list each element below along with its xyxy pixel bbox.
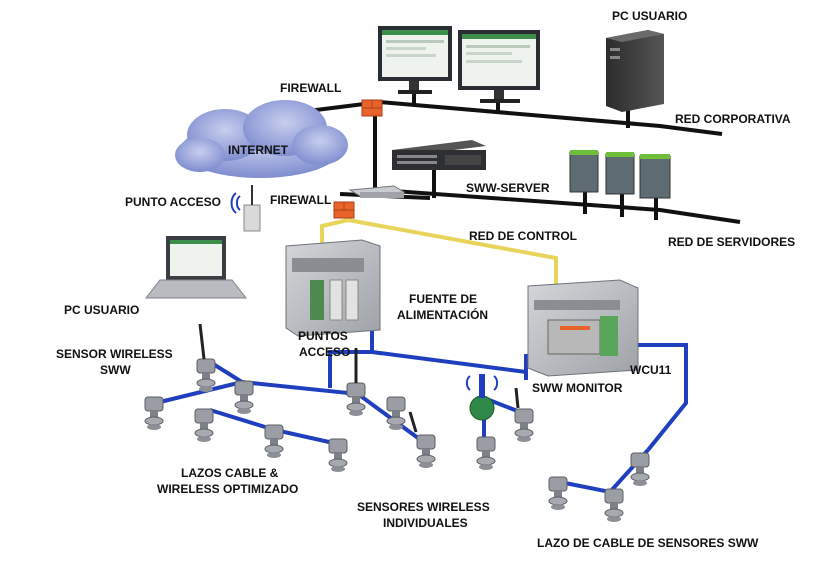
label-pc-usuario-left: PC USUARIO [64,303,139,317]
label-fuente-line1: FUENTE DE [409,292,477,306]
label-puntos-line1: PUNTOS [298,329,348,343]
label-sww-monitor: SWW MONITOR [532,381,623,395]
cabinet-wcu11 [527,279,639,377]
monitor-left [378,26,452,94]
cabinet-access-points [285,239,381,337]
laptop [144,236,248,299]
server-switch-1 [569,150,599,193]
label-sensor-wireless-line2: SWW [100,363,131,377]
server-switch-2 [605,152,635,195]
label-lazo-cable: LAZO DE CABLE DE SENSORES SWW [537,536,759,550]
label-sww-server: SWW-SERVER [466,181,550,195]
pc-tower [606,30,664,112]
firewall-top-icon [361,99,383,117]
label-lazos-line1: LAZOS CABLE & [181,466,279,480]
label-firewall-top: FIREWALL [280,81,341,95]
label-red-corporativa: RED CORPORATIVA [675,112,791,126]
server-switch-3 [639,154,671,199]
label-red-de-control: RED DE CONTROL [469,229,577,243]
label-red-de-servidores: RED DE SERVIDORES [668,235,795,249]
label-puntos-line2: ACCESO [299,345,350,359]
sww-monitor-device [465,374,499,421]
label-lazos-line2: WIRELESS OPTIMIZADO [157,482,298,496]
sww-server [392,140,486,170]
access-point [230,185,261,232]
firewall-lower-icon [333,201,355,219]
label-firewall-lower: FIREWALL [270,193,331,207]
network-switch [348,185,406,198]
corporate-network-lines [298,84,741,224]
monitor-right [458,30,540,103]
sensor-devices [144,323,650,523]
label-punto-acceso: PUNTO ACCESO [125,195,221,209]
label-pc-usuario-top: PC USUARIO [612,9,687,23]
diagram-labels: PC USUARIO RED CORPORATIVA FIREWALL INTE… [56,9,795,550]
label-wcu11: WCU11 [630,363,672,377]
label-fuente-line2: ALIMENTACIÓN [397,307,488,322]
label-internet: INTERNET [228,143,289,157]
label-sensores-line2: INDIVIDUALES [383,516,468,530]
internet-cloud [175,100,348,178]
label-sensores-line1: SENSORES WIRELESS [357,500,490,514]
label-sensor-wireless-line1: SENSOR WIRELESS [56,347,173,361]
